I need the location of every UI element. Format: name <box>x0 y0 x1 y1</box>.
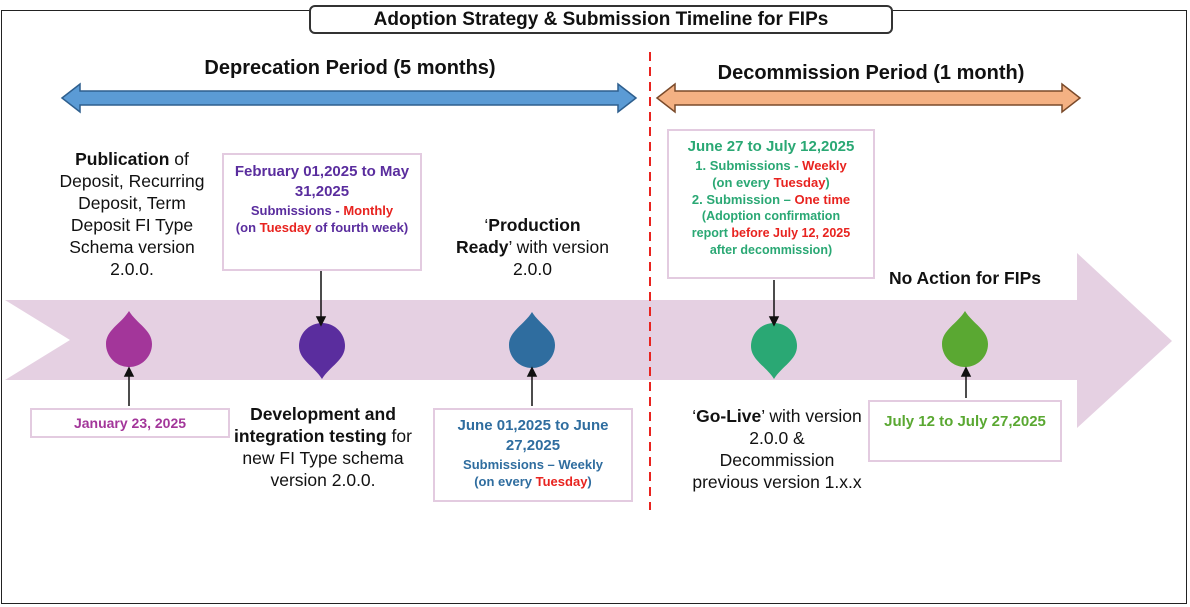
milestone-drop-4 <box>751 323 797 379</box>
development-date-range: February 01,2025 to May 31,2025 <box>234 163 410 200</box>
production-date-range: June 01,2025 to June 27,2025 <box>457 417 609 454</box>
deprecation-period-arrow <box>60 82 638 114</box>
deprecation-period-label: Deprecation Period (5 months) <box>204 57 496 79</box>
milestone-drop-3 <box>509 312 555 368</box>
golive-description: ‘Go-Live’ with version 2.0.0 & Decommiss… <box>692 406 862 492</box>
no-action-label: No Action for FIPs <box>889 268 1041 288</box>
publication-description: Publication of Deposit, Recurring Deposi… <box>59 149 205 279</box>
milestone-drop-5 <box>942 311 988 367</box>
decommission-period-arrow <box>655 82 1082 114</box>
publication-date-box: January 23, 2025 <box>30 408 230 438</box>
timeline-band-arrow <box>5 253 1172 428</box>
decommission-period-label: Decommission Period (1 month) <box>717 62 1025 84</box>
golive-submission-box: June 27 to July 12,2025 1. Submissions -… <box>667 129 875 279</box>
milestone-drop-1 <box>106 311 152 367</box>
diagram-title: Adoption Strategy & Submission Timeline … <box>309 5 893 34</box>
milestone-drop-2 <box>299 323 345 379</box>
development-submission-box: February 01,2025 to May 31,2025 Submissi… <box>222 153 422 271</box>
production-submission-box: June 01,2025 to June 27,2025 Submissions… <box>433 408 633 502</box>
production-ready-description: ‘Production Ready’ with version 2.0.0 <box>455 215 610 279</box>
development-description: Development and integration testing for … <box>234 404 412 490</box>
final-date-box: July 12 to July 27,2025 <box>868 400 1062 462</box>
golive-date-range: June 27 to July 12,2025 <box>687 138 855 155</box>
